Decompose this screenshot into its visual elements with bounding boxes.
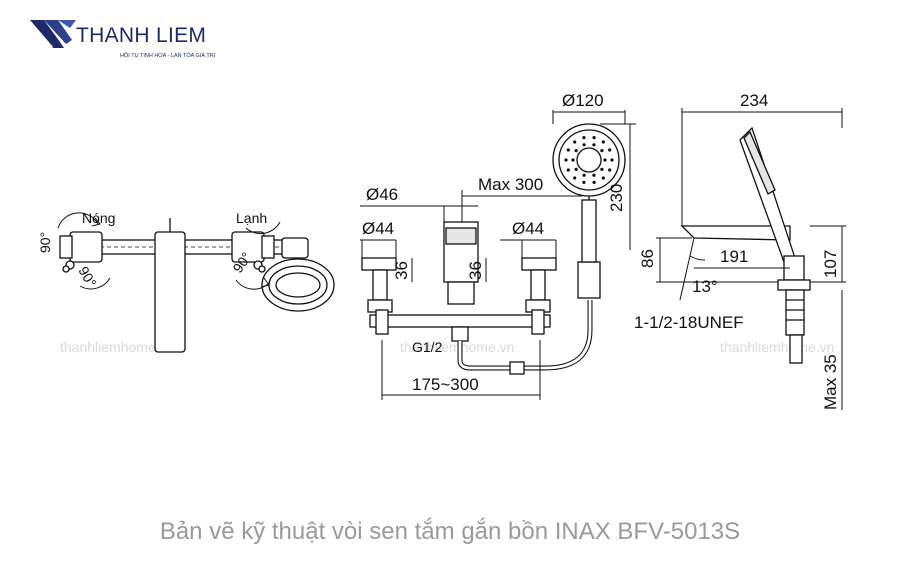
logo-mark-icon (30, 20, 76, 48)
nozzle-dot (592, 180, 596, 184)
shower-nozzles (564, 136, 614, 184)
nozzle-dot (592, 143, 596, 147)
dim-max-35: Max 35 (821, 354, 840, 410)
nozzle-dot (592, 136, 596, 140)
dim-height-36-right: 36 (466, 261, 485, 280)
nozzle-dot (564, 158, 568, 162)
page-caption: Bản vẽ kỹ thuật vòi sen tắm gắn bồn INAX… (159, 518, 741, 545)
front-view (361, 123, 626, 375)
nozzle-dot (610, 158, 614, 162)
nozzle-dot (582, 173, 586, 177)
label-thread-g: G1/2 (412, 339, 443, 355)
label-hot: Nóng (82, 210, 115, 226)
nozzle-dot (601, 140, 605, 144)
nozzle-dot (582, 136, 586, 140)
dim-width-234: 234 (740, 91, 768, 110)
nozzle-dot (608, 168, 612, 172)
brand-name: THANH LIEM (76, 24, 207, 47)
nozzle-dot (582, 143, 586, 147)
nozzle-dot (566, 148, 570, 152)
nozzle-dot (571, 158, 575, 162)
dim-height-107: 107 (821, 250, 840, 278)
nozzle-dot (600, 149, 604, 153)
watermark-right: thanhliemhome.vn (720, 339, 834, 355)
dim-height-36-left: 36 (392, 261, 411, 280)
nozzle-dot (603, 158, 607, 162)
dim-spout-diameter: Ø46 (366, 185, 398, 204)
brand-logo (30, 14, 250, 66)
dim-angle: 13° (692, 277, 718, 296)
front-dimensions (360, 110, 636, 400)
top-view: 90° 90° 90° (37, 212, 335, 353)
label-cold: Lạnh (236, 210, 267, 226)
nozzle-dot (582, 180, 586, 184)
dim-height-230: 230 (607, 184, 626, 212)
dim-span: 175~300 (412, 375, 479, 394)
svg-text:90°: 90° (75, 264, 99, 290)
nozzle-dot (608, 148, 612, 152)
dim-max-300: Max 300 (478, 175, 543, 194)
nozzle-dot (601, 176, 605, 180)
nozzle-dot (573, 176, 577, 180)
side-view (680, 126, 811, 364)
nozzle-dot (574, 149, 578, 153)
side-dimensions (656, 108, 846, 410)
nozzle-dot (573, 140, 577, 144)
svg-text:90°: 90° (37, 232, 53, 253)
brand-tagline: HỘI TỤ TINH HOA - LAN TỎA GIÁ TRỊ (120, 53, 216, 59)
dim-handle-left-diameter: Ø44 (362, 219, 394, 238)
dim-length-191: 191 (720, 247, 748, 266)
watermark-left: thanhliemhome.vn (60, 339, 174, 355)
dim-head-diameter: Ø120 (562, 91, 604, 110)
nozzle-dot (566, 168, 570, 172)
label-thread-unef: 1-1/2-18UNEF (634, 313, 744, 332)
watermark-center: thanhliemhome.vn (400, 339, 514, 355)
dim-height-86: 86 (638, 249, 657, 268)
nozzle-dot (574, 167, 578, 171)
dim-handle-right-diameter: Ø44 (512, 219, 544, 238)
nozzle-dot (600, 167, 604, 171)
nozzle-dot (592, 173, 596, 177)
